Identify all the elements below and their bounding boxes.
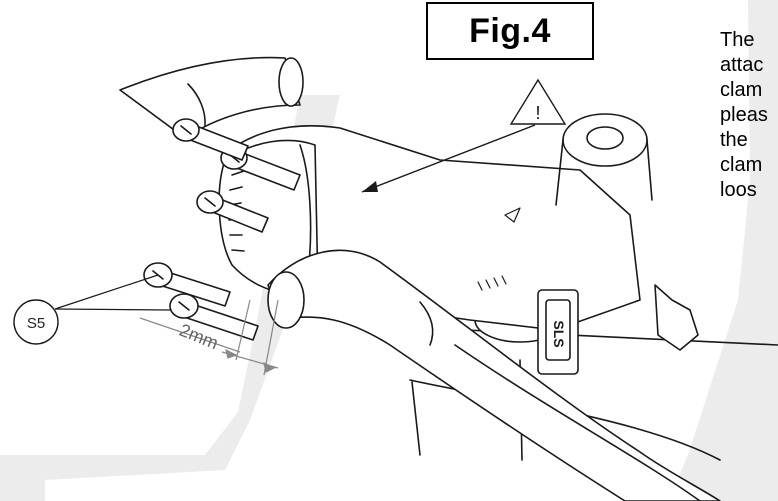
handlebar-rear: [119, 56, 301, 139]
background-swoosh-right: [668, 0, 778, 501]
line-art: [119, 56, 778, 501]
dimension-arrow-left: [225, 348, 238, 359]
handlebar-rear-end: [278, 57, 304, 107]
frame-leg: [411, 381, 421, 456]
figure-label: Fig.4: [426, 2, 594, 60]
dimension-ext-right: [263, 299, 279, 376]
bolt-lower-right: [169, 293, 259, 341]
handlebar-front-end: [267, 271, 305, 329]
notice-line: clam: [720, 79, 763, 101]
top-cap-inner: [586, 126, 624, 150]
handlebar-right-lower: [454, 344, 701, 501]
steerer-clamp-side: [555, 139, 653, 206]
s5-label: S5: [27, 315, 45, 332]
s5-callout: S5: [13, 274, 171, 345]
qr-plate-mark: SLS: [551, 320, 567, 347]
qr-plate-inner: [545, 299, 571, 361]
notice-line: pleas: [720, 104, 768, 126]
dimension-2mm: [139, 299, 279, 376]
warning-arrowhead: [362, 181, 378, 192]
handlebar-front: [267, 249, 721, 501]
bolt-upper-left: [196, 190, 269, 233]
dimension-ext-left: [235, 299, 251, 361]
dimension-leader: [139, 317, 241, 353]
warning-triangle-icon: [509, 78, 567, 125]
s5-leader-branch: [54, 274, 159, 310]
qr-lever: [654, 284, 699, 351]
stem-scale-marks: [477, 275, 507, 291]
notice-line: loos: [720, 179, 757, 201]
dimension-arrow-right: [263, 361, 276, 373]
warning-callout: !: [361, 78, 567, 193]
notice-line: attac: [720, 54, 764, 76]
background-swoosh-left: [0, 95, 340, 501]
warning-leader: [361, 124, 536, 193]
notice-line: clam: [720, 154, 763, 176]
qr-plate: [537, 289, 579, 375]
warning-symbol: !: [535, 103, 540, 123]
s5-circle: [13, 299, 59, 345]
handlebar-front-band: [419, 301, 434, 346]
handlebar-rear-band: [187, 83, 206, 127]
stem-arrow-mark: [504, 207, 521, 223]
notice-line: the: [720, 129, 748, 151]
bolt-upper-rear: [172, 118, 249, 161]
notice-line: The: [720, 29, 755, 51]
s5-leader: [54, 308, 171, 311]
notice-text: The attac clam pleas the clam loos: [720, 28, 778, 203]
